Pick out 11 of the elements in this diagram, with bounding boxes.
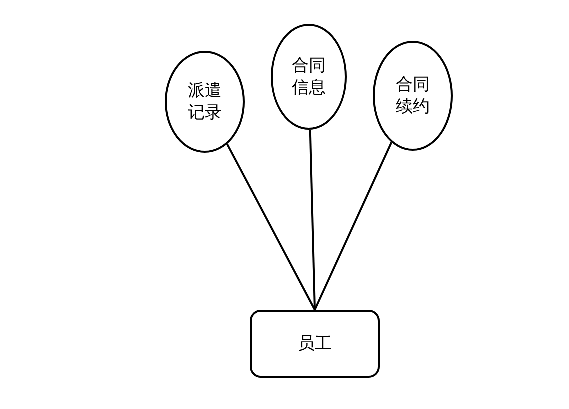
connector-line xyxy=(309,130,316,310)
node-label: 合同续约 xyxy=(395,74,431,118)
connector-line xyxy=(314,142,393,310)
node-label: 合同信息 xyxy=(291,54,327,100)
entity-ellipse xyxy=(165,51,245,153)
entity-ellipse xyxy=(373,41,453,151)
entity-ellipse xyxy=(271,24,347,130)
node-label: 员工 xyxy=(298,332,332,356)
connector-line xyxy=(226,144,316,310)
node-label: 派遣记录 xyxy=(187,80,223,124)
entity-box xyxy=(250,310,380,378)
